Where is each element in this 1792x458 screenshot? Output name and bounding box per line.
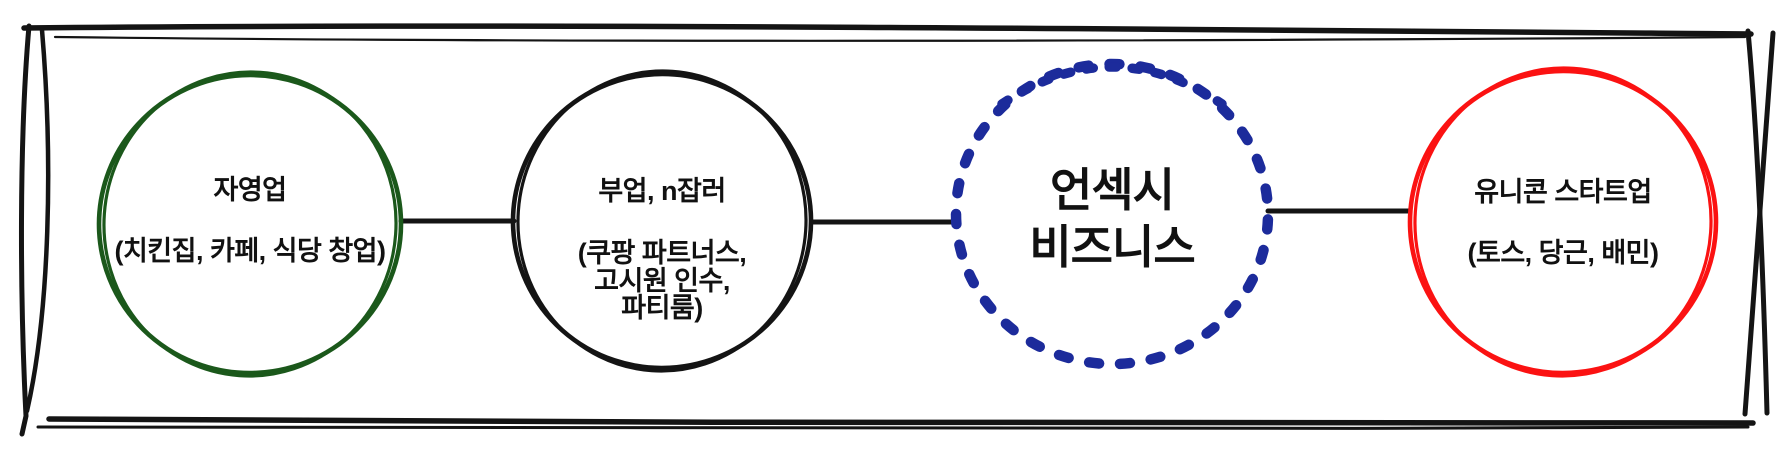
node-circle-unicorn-startup bbox=[1407, 66, 1719, 378]
connectors bbox=[398, 208, 1413, 225]
node-label-unicorn-startup: 유니콘 스타트업 bbox=[1474, 177, 1652, 207]
node-circle-side-job bbox=[510, 69, 814, 373]
node-sublabel-side-job-line-1: (쿠팡 파트너스, bbox=[577, 238, 747, 268]
node-sublabel-side-job-line-3: 파티룸) bbox=[621, 293, 703, 323]
node-label-self-employment: 자영업 bbox=[213, 175, 287, 205]
frame-top-stroke-1 bbox=[21, 23, 1754, 37]
node-sublabel-unicorn-startup: (토스, 당근, 배민) bbox=[1467, 238, 1659, 268]
node-circle-unicorn-startup-stroke-2 bbox=[1413, 66, 1713, 378]
node-sublabel-side-job: (쿠팡 파트너스, 고시원 인수, 파티룸) bbox=[492, 238, 832, 323]
node-circle-unsexy-business bbox=[950, 58, 1274, 370]
node-sublabel-self-employment: (치킨집, 카페, 식당 창업) bbox=[114, 236, 386, 266]
node-sublabel-side-job-line-2: 고시원 인수, bbox=[594, 265, 730, 296]
node-circle-self-employment-stroke-1 bbox=[96, 72, 404, 376]
node-label-unsexy-business-line-1: 언섹시 bbox=[1050, 164, 1175, 216]
node-label-unsexy-business-line-2: 비즈니스 bbox=[1029, 221, 1195, 273]
node-circle-side-job-stroke-1 bbox=[510, 71, 814, 371]
node-circle-unsexy-business-overlap-stroke bbox=[997, 62, 1227, 109]
node-label-side-job: 부업, n잡러 bbox=[598, 176, 726, 206]
node-circle-self-employment-stroke-2 bbox=[102, 70, 398, 378]
node-circle-self-employment bbox=[96, 70, 404, 378]
frame-bottom-stroke-2 bbox=[36, 425, 1750, 432]
frame-left-stroke-1 bbox=[18, 23, 32, 437]
frame-right-stroke-2 bbox=[1742, 30, 1776, 417]
frame-top-stroke-2 bbox=[53, 35, 1747, 42]
node-circle-side-job-stroke-2 bbox=[516, 69, 808, 373]
frame-bottom-stroke-1 bbox=[46, 416, 1756, 426]
node-circle-unicorn-startup-stroke-1 bbox=[1407, 68, 1719, 376]
frame-left-stroke-2 bbox=[24, 27, 51, 414]
node-label-unsexy-business: 언섹시 비즈니스 bbox=[932, 162, 1292, 276]
